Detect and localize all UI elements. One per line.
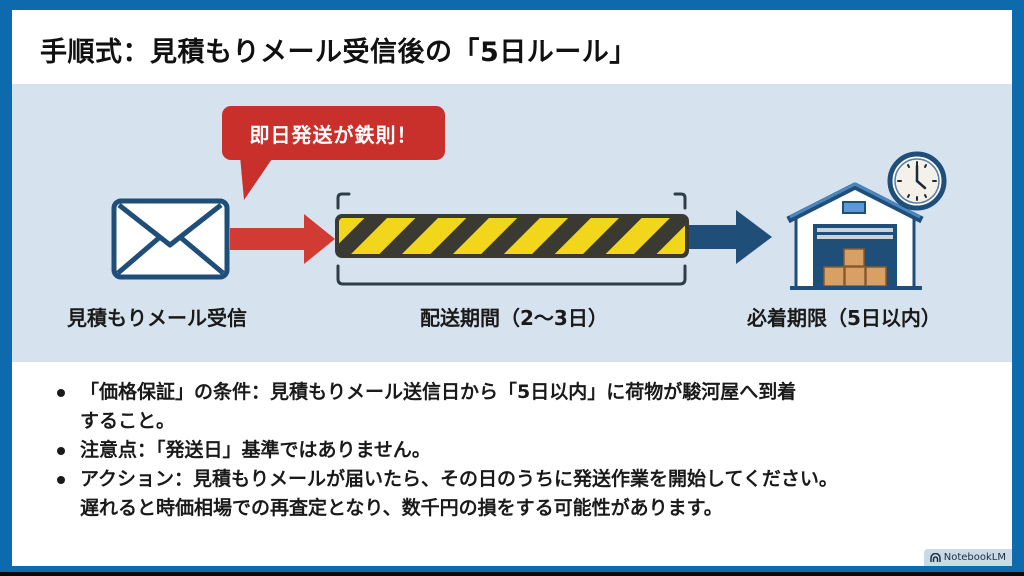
bullet-text-continued: すること。 xyxy=(80,410,176,432)
hazard-stripe-bar-icon xyxy=(335,214,689,258)
envelope-icon xyxy=(111,198,230,280)
callout-bubble: 即日発送が鉄則！ xyxy=(222,106,445,160)
bracket-icon xyxy=(336,192,687,286)
bullet-text: 「価格保証」の条件：見積もりメール送信日から「5日以内」に荷物が駿河屋へ到着 xyxy=(80,381,797,403)
notebooklm-watermark: NotebookLM xyxy=(923,549,1012,566)
slide: 手順式：見積もりメール受信後の「5日ルール」 xyxy=(12,10,1012,566)
bullet-caution: 注意点：「発送日」基準ではありません。 xyxy=(52,436,1002,465)
bullet-price-guarantee: 「価格保証」の条件：見積もりメール送信日から「5日以内」に荷物が駿河屋へ到着 す… xyxy=(52,378,1002,436)
step-label-deadline: 必着期限（5日以内） xyxy=(747,306,941,330)
watermark-label: NotebookLM xyxy=(943,552,1006,563)
bullet-text: 注意点：「発送日」基準ではありません。 xyxy=(80,439,431,461)
bullet-action: アクション：見積もりメールが届いたら、その日のうちに発送作業を開始してください。… xyxy=(52,465,1002,523)
navy-arrow-icon xyxy=(689,210,772,264)
step-label-shipping-period: 配送期間（2〜3日） xyxy=(420,306,608,330)
bullet-text: アクション：見積もりメールが届いたら、その日のうちに発送作業を開始してください。 xyxy=(80,468,838,490)
bullet-dot-icon xyxy=(57,447,65,455)
bullet-dot-icon xyxy=(57,476,65,484)
bullet-list: 「価格保証」の条件：見積もりメール送信日から「5日以内」に荷物が駿河屋へ到着 す… xyxy=(52,378,1002,523)
bullet-dot-icon xyxy=(57,389,65,397)
bullet-text-continued: 遅れると時価相場での再査定となり、数千円の損をする可能性があります。 xyxy=(80,497,723,519)
notebooklm-logo-icon xyxy=(930,553,941,562)
slide-title: 手順式：見積もりメール受信後の「5日ルール」 xyxy=(40,37,637,68)
process-diagram: 即日発送が鉄則！ 見積もりメール受信 配送期間（2〜3日） 必着期限（5日以内） xyxy=(12,84,1012,362)
step-label-email-received: 見積もりメール受信 xyxy=(67,306,247,330)
callout-tail xyxy=(240,156,274,200)
red-arrow-icon xyxy=(230,214,335,264)
warehouse-clock-icon xyxy=(786,151,947,290)
